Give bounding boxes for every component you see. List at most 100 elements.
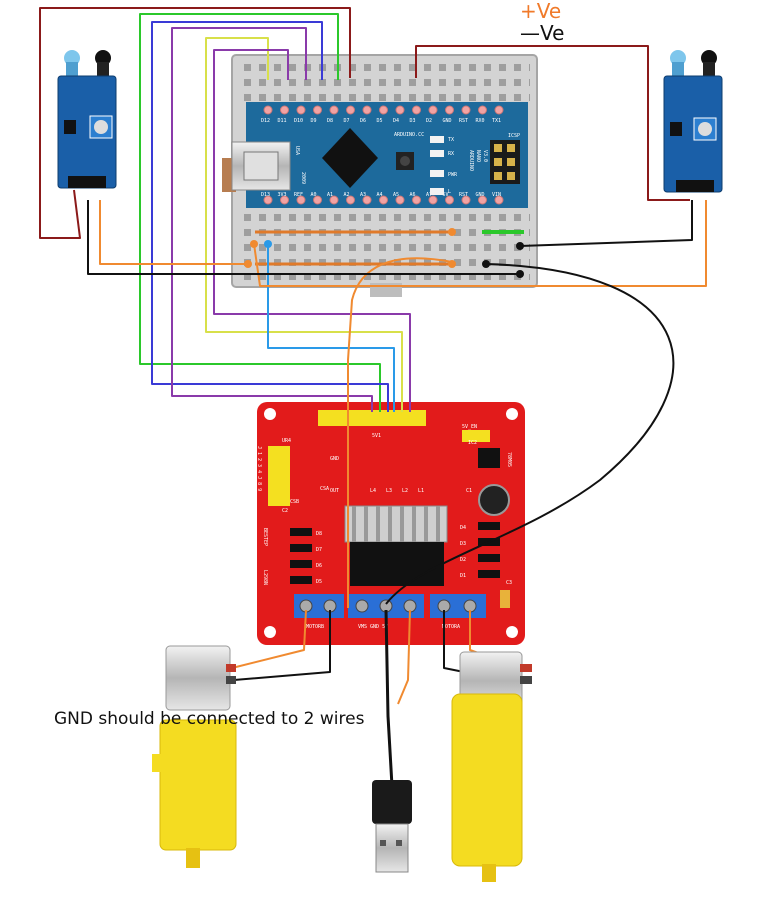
nano-pin-pad (395, 195, 405, 205)
l298n-driver: 5V1 5V_EN J 1 2 3 4 J 8 9 UR4 IC2 78M05 … (256, 402, 525, 645)
nano-pin-label: A3 (360, 192, 366, 198)
driver-component-label: D4 (460, 525, 466, 531)
wire-motor-right-black (443, 610, 465, 673)
nano-pin-label: D11 (278, 118, 287, 124)
icsp-label: ICSP (508, 133, 520, 139)
rx-led (430, 150, 444, 157)
regulator-chip (478, 448, 500, 468)
ir-sensor-right (663, 50, 723, 193)
nano-pin-pad (346, 195, 355, 205)
input-header (318, 410, 426, 426)
nano-pin-pad (263, 195, 273, 205)
csa-label: CSA (320, 486, 329, 492)
nano-pin-pad (445, 195, 454, 205)
nano-pin-label: D9 (311, 118, 317, 124)
header-label: 5V1 (372, 433, 381, 439)
motor-left (152, 645, 237, 868)
side-header (268, 446, 290, 506)
nano-pin-label: 3V3 (278, 192, 287, 198)
nano-pin-pad (395, 105, 405, 115)
driver-component-label: L3 (386, 488, 392, 494)
wire-red-right-sensor (415, 45, 690, 201)
motor-b-terminal (294, 594, 344, 618)
nano-pin-pad (296, 105, 306, 115)
driver-component-label: L4 (370, 488, 376, 494)
potentiometer-icon (94, 120, 108, 134)
wire-orange-left-sensor (99, 200, 248, 265)
nano-pin-label: A0 (311, 192, 317, 198)
diodes-left (290, 528, 312, 584)
model-line3: V3.0 (482, 150, 488, 162)
driver-component-label: D2 (460, 557, 466, 563)
c2-label: C2 (282, 508, 288, 514)
nano-pin-label: D4 (393, 118, 399, 124)
nano-pin-pad (412, 195, 421, 205)
gnd-note: GND should be connected to 2 wires (54, 709, 365, 729)
regulator-label: 78M05 (506, 452, 512, 467)
driver-component-label: D7 (316, 547, 322, 553)
l-label: L (448, 189, 451, 195)
icsp-header (490, 140, 520, 184)
nano-pin-label: GND (443, 118, 452, 124)
gnd-label: GND (330, 456, 339, 462)
brand-label: BESTEP (262, 528, 268, 546)
nano-pin-label: A1 (327, 192, 333, 198)
nano-pin-pad (296, 195, 306, 205)
nano-pin-label: D8 (327, 118, 333, 124)
usb-plug (372, 780, 412, 873)
nano-pin-pad (313, 105, 322, 115)
c3-label: C3 (506, 580, 512, 586)
driver-component-label: D6 (316, 563, 322, 569)
nano-pin-pad (428, 105, 438, 115)
nano-pin-pad (362, 195, 372, 205)
wire-orange-right-sensor (253, 200, 707, 287)
wire-red-left-sensor (39, 7, 351, 239)
connection-dots (244, 228, 524, 278)
driver-component-label: D3 (460, 541, 466, 547)
model-label: L298N (262, 570, 268, 585)
nano-pin-label: TX1 (492, 118, 501, 124)
c1-label: C1 (466, 488, 472, 494)
nano-pin-pad (478, 105, 487, 115)
heatsink (344, 505, 448, 586)
pwr-label: PWR (448, 172, 458, 178)
jumper-rows: J 1 2 3 4 J 8 9 (256, 446, 262, 491)
wire-purple-d10 (171, 27, 373, 412)
usb-connector (222, 141, 291, 192)
wire-lightblue (267, 244, 395, 412)
nano-pin-label: A7 (426, 192, 432, 198)
csb-label: CSB (290, 499, 299, 505)
nano-pin-pad (329, 195, 339, 205)
microcontroller-chip (322, 128, 378, 188)
nano-pin-label: RX0 (476, 118, 485, 124)
wire-usb-black (384, 609, 394, 787)
nano-pin-pad (428, 195, 438, 205)
motor-b-label: MOTORB (306, 624, 324, 630)
nano-pin-label: A2 (344, 192, 350, 198)
nano-pin-label: 5V (443, 192, 449, 198)
nano-pin-label: VIN (492, 192, 501, 198)
driver-component-label: D5 (316, 579, 322, 585)
negative-legend: —Ve (520, 21, 564, 45)
wire-purple-d11 (213, 49, 411, 412)
nano-pin-pad (313, 195, 322, 205)
nano-pin-label: D13 (261, 192, 270, 198)
nano-pin-label: A6 (410, 192, 416, 198)
tx-label: TX (448, 137, 454, 143)
nano-pin-label: D5 (377, 118, 383, 124)
nano-pin-pad (478, 195, 487, 205)
rx-label: RX (448, 151, 454, 157)
nano-pin-label: A5 (393, 192, 399, 198)
wire-usb-orange (397, 609, 411, 705)
driver-component-label: D1 (460, 573, 466, 579)
nano-pin-pad (362, 105, 372, 115)
nano-pin-pad (461, 105, 471, 115)
ur-label: UR4 (282, 438, 291, 444)
wire-yellow (205, 37, 403, 412)
tx-led (430, 136, 444, 143)
positive-legend: +Ve (520, 0, 561, 23)
potentiometer-icon-right (698, 122, 712, 136)
